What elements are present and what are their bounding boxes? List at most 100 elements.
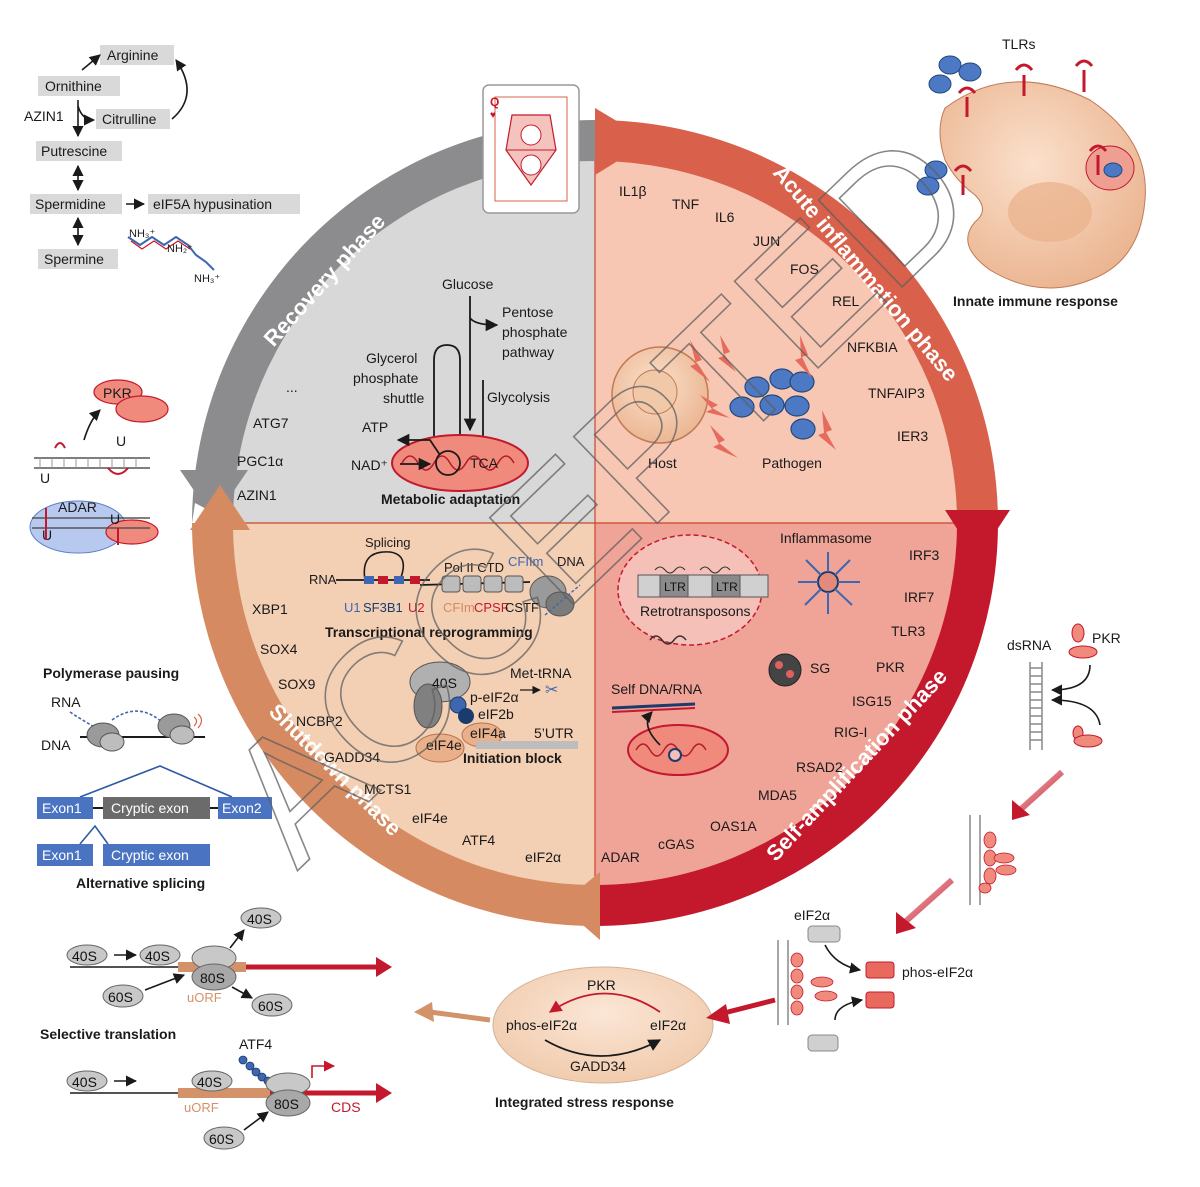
cpsf-label: CPSF	[474, 600, 509, 615]
recovery-gene: PGC1α	[237, 453, 283, 469]
nh3-label-1: NH₃⁺	[129, 228, 155, 240]
inflammasome-label: Inflammasome	[780, 530, 872, 546]
polyamine-pathway: Arginine Ornithine AZIN1 Citrulline Putr…	[24, 45, 300, 285]
atp-label: ATP	[362, 419, 388, 435]
host-pathogen: Host Pathogen	[611, 335, 836, 471]
dsrna-pkr: PKR	[1092, 630, 1121, 646]
azin1-label: AZIN1	[24, 108, 64, 124]
stress-granule: SG	[768, 653, 830, 687]
scissors-icon: ✂	[545, 682, 558, 699]
host-label: Host	[648, 455, 677, 471]
glycerol-label-1: Glycerol	[366, 350, 417, 366]
selfamp-gene: RIG-I	[834, 724, 867, 740]
metabolic-adaptation: Glucose Pentose phosphate pathway Glycer…	[351, 276, 568, 507]
u2-label: U2	[408, 600, 425, 615]
sel-40s-2: 40S	[145, 948, 170, 964]
acute-ring	[595, 120, 998, 523]
selfamp-gene: cGAS	[658, 836, 695, 852]
atf4-label: ATF4	[239, 1036, 272, 1052]
acute-gene: IL6	[715, 209, 735, 225]
acute-gene: REL	[832, 293, 859, 309]
cryptic-label-2: Cryptic exon	[111, 847, 189, 863]
sel-60s-3: 60S	[209, 1131, 234, 1147]
isr-phos: phos-eIF2α	[506, 1017, 577, 1033]
acute-gene: IER3	[897, 428, 928, 444]
met-trna-label: Met-tRNA	[510, 665, 572, 681]
exon2-label: Exon2	[222, 800, 262, 816]
acute-gene: TNF	[672, 196, 699, 212]
pathogen-cluster	[729, 368, 816, 440]
cfiim-top-label: CFIIm	[508, 554, 543, 569]
splicing-caption: Alternative splicing	[76, 875, 205, 891]
shutdown-ring	[192, 523, 595, 926]
svg-text:Q: Q	[490, 95, 499, 109]
recovery-genes: ... ATG7 PGC1α AZIN1	[237, 379, 298, 503]
ring-arrowhead-selfamp	[945, 510, 1010, 560]
sel-60s-2: 60S	[258, 998, 283, 1014]
selfamp-gene: OAS1A	[710, 818, 757, 834]
transcriptional-reprogramming: Splicing RNA Pol II CTD CFIIm DNA U1 SF3…	[309, 535, 585, 640]
acute-gene: NFKBIA	[847, 339, 898, 355]
peif2a-label: p-eIF2α	[470, 689, 519, 705]
selfamp-gene: ISG15	[852, 693, 892, 709]
dna-label: DNA	[557, 554, 585, 569]
nh2-label: NH₂⁺	[167, 243, 193, 255]
polymerase-title: Polymerase pausing	[43, 665, 179, 681]
u-label-1: U	[116, 433, 126, 449]
shutdown-gene: eIF4e	[412, 810, 448, 826]
splicing-label: Splicing	[365, 535, 411, 550]
exon1-label-2: Exon1	[42, 847, 82, 863]
recovery-quadrant	[233, 161, 595, 523]
sel-80s-2: 80S	[274, 1096, 299, 1112]
cds-label: CDS	[331, 1099, 361, 1115]
nad-label: NAD⁺	[351, 457, 388, 473]
ornithine-label: Ornithine	[45, 78, 102, 94]
acute-genes: IL1β TNF IL6 JUN FOS REL NFKBIA TNFAIP3 …	[619, 183, 928, 444]
u-label-2: U	[40, 470, 50, 486]
spermine-label: Spermine	[44, 251, 104, 267]
sel-60s-1: 60S	[108, 989, 133, 1005]
retrotransposon-nucleus: LTR LTR Retrotransposons	[617, 534, 769, 646]
sg-label: SG	[810, 660, 830, 676]
sel-uorf-2: uORF	[184, 1100, 219, 1115]
pentose-label-2: phosphate	[502, 324, 568, 340]
nh3-label-2: NH₃⁺	[194, 273, 220, 285]
selective-translation: 40S 40S 80S 40S 60S 60S uORF Selective t…	[40, 907, 392, 1150]
sel-40s-4: 40S	[72, 1074, 97, 1090]
acute-gene: JUN	[753, 233, 780, 249]
selfamp-gene: IRF7	[904, 589, 935, 605]
transcription-caption: Transcriptional reprogramming	[325, 624, 533, 640]
selfamp-gene: MDA5	[758, 787, 797, 803]
isr-pkr: PKR	[587, 977, 616, 993]
selfamp-gene: ADAR	[601, 849, 640, 865]
sf3b1-label: SF3B1	[363, 600, 403, 615]
tca-label: TCA	[470, 455, 499, 471]
glycerol-label-2: phosphate	[353, 370, 419, 386]
cryptic-label-1: Cryptic exon	[111, 800, 189, 816]
cfim-label: CFIm	[443, 600, 475, 615]
sel-40s-5: 40S	[197, 1074, 222, 1090]
selfamp-gene: RSAD2	[796, 759, 843, 775]
arginine-label: Arginine	[107, 47, 159, 63]
isr-gadd34: GADD34	[570, 1058, 626, 1074]
acute-gene: FOS	[790, 261, 819, 277]
eif2b-label: eIF2b	[478, 706, 514, 722]
pkr-adar-panel: PKR U U ADAR U U	[29, 379, 169, 554]
rna-label: RNA	[309, 572, 337, 587]
citrulline-label: Citrulline	[102, 111, 157, 127]
u-label-3: U	[42, 527, 52, 543]
glycerol-label-3: shuttle	[383, 390, 424, 406]
dsrna-label: dsRNA	[1007, 637, 1052, 653]
initiation-40s: 40S	[432, 675, 457, 691]
cstf-label: CSTF	[505, 600, 539, 615]
glucose-label: Glucose	[442, 276, 494, 292]
shutdown-gene: XBP1	[252, 601, 288, 617]
lightning-bolts	[690, 335, 836, 458]
dsrna-pkr-panel: dsRNA PKR eIF2α	[777, 623, 1121, 1052]
self-dna-rna: Self DNA/RNA	[611, 681, 729, 776]
integrated-stress-response: PKR phos-eIF2α eIF2α GADD34 Integrated s…	[414, 966, 776, 1110]
pkr-label: PKR	[103, 385, 132, 401]
polymerase-pausing: Polymerase pausing RNA DNA	[41, 665, 205, 753]
isr-caption: Integrated stress response	[495, 1094, 674, 1110]
